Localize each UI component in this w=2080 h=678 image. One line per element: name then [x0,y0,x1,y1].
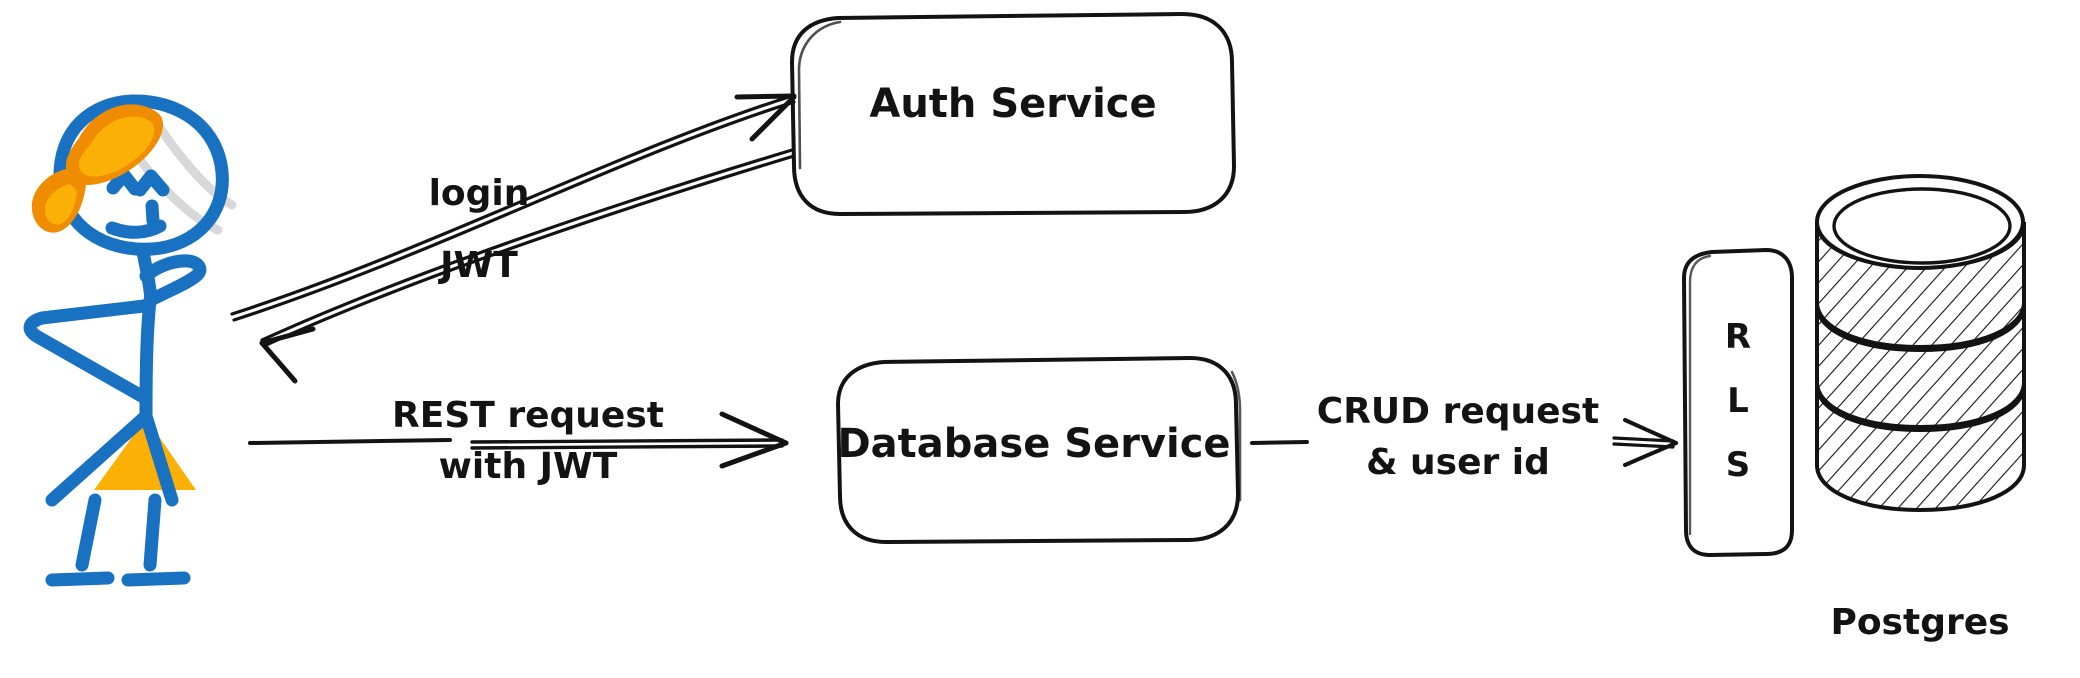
edge-rest-label-line1: REST request [392,395,664,436]
right-eye-icon [133,169,170,197]
head-icon [53,94,229,256]
node-rls-letter-r: R [1725,317,1751,357]
db-top-inner-ellipse [1832,187,2012,265]
node-database-service[interactable]: Database Service [836,356,1242,544]
right-foot [121,571,191,587]
right-leg [143,493,162,572]
node-postgres[interactable]: Postgres [1815,174,2026,643]
left-foot [45,571,115,587]
left-arm [23,299,152,405]
node-auth-service[interactable]: Auth Service [790,12,1236,216]
edge-login-label: login [429,173,530,214]
right-arm [139,254,207,307]
left-eye-icon [106,168,142,196]
node-auth-service-label: Auth Service [869,81,1156,127]
edge-crud-request: CRUD request & user id [1250,391,1678,483]
node-rls-letter-s: S [1726,445,1751,485]
edge-rest-request: REST request with JWT [248,395,789,487]
edge-crud-label-line2: & user id [1366,442,1550,483]
edge-crud-label-line1: CRUD request [1317,391,1599,432]
user-stick-figure [23,94,237,587]
edge-rest-label-line2: with JWT [439,446,618,487]
node-database-service-label: Database Service [837,421,1230,467]
node-postgres-label: Postgres [1830,602,2009,643]
nose-icon [145,199,160,228]
skirt-outline [45,409,153,507]
edge-login: login [230,93,797,322]
node-rls[interactable]: R L S [1682,248,1794,557]
node-rls-letter-l: L [1727,381,1749,421]
hair-bow-icon [31,104,164,233]
left-leg [75,493,102,572]
body-line [139,293,157,425]
skirt [94,418,196,490]
edge-jwt-label: JWT [437,245,518,286]
smile-icon [105,219,167,239]
edge-jwt: JWT [259,148,796,384]
skirt-outline-right [139,409,179,507]
